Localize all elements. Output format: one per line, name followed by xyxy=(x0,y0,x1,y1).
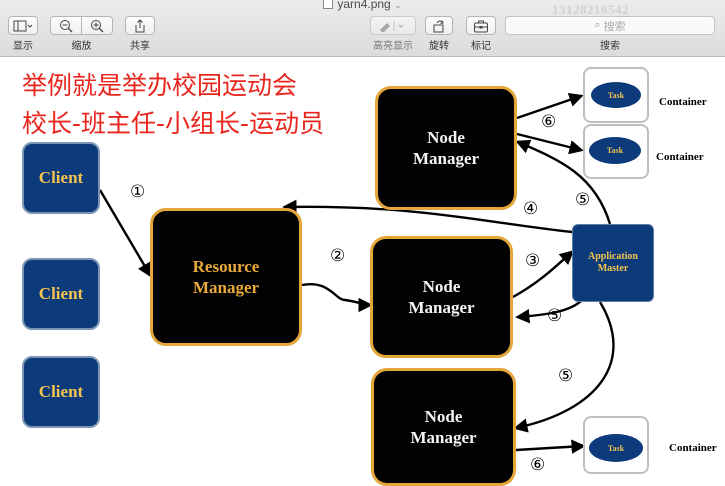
rotate-button[interactable] xyxy=(425,16,453,35)
share-icon xyxy=(135,18,145,32)
document-icon xyxy=(323,0,334,9)
client-box-3: Client xyxy=(22,356,100,428)
step-number-2: ② xyxy=(330,246,346,266)
step-number-5a: ⑤ xyxy=(575,190,591,210)
container-label-1: Container xyxy=(659,96,707,108)
step-number-6a: ⑥ xyxy=(541,112,557,132)
arrow-am-rm xyxy=(282,199,573,234)
heading-line-1: 举例就是举办校园运动会 xyxy=(22,71,298,100)
sidebar-icon xyxy=(13,20,33,31)
step-number-3: ③ xyxy=(525,251,541,271)
application-master-line-2: Master xyxy=(597,263,629,274)
container-label-3: Container xyxy=(669,442,717,454)
view-label: 显示 xyxy=(13,41,33,52)
arrow-nm3-to-container3 xyxy=(515,439,586,454)
zoom-out-button[interactable] xyxy=(50,16,82,35)
markup-label: 标记 xyxy=(471,41,491,52)
markup-button[interactable] xyxy=(466,16,496,35)
resource-manager-line-2: Manager xyxy=(192,278,260,297)
toolbox-icon xyxy=(474,20,488,32)
step-number-5c: ⑤ xyxy=(558,366,574,386)
window-title-text: yarn4.png xyxy=(337,0,391,11)
window-title: yarn4.png ⌄ xyxy=(0,0,725,11)
node-manager-3-line-1: Node xyxy=(424,406,463,426)
arrow-client-to-rm xyxy=(98,189,152,278)
node-manager-1-line-1: Node xyxy=(427,127,465,147)
node-manager-2-line-2: Manager xyxy=(408,298,475,317)
container-box-2: Task xyxy=(583,124,649,179)
chevron-down-icon[interactable]: ⌄ xyxy=(394,0,402,10)
share-button[interactable] xyxy=(125,16,155,35)
application-master-line-1: Application xyxy=(587,250,638,262)
node-manager-3-line-2: Manager xyxy=(410,428,477,447)
search-icon: ⌕ xyxy=(594,19,601,31)
watermark-text: 13128216542 xyxy=(552,2,629,17)
step-number-1: ① xyxy=(130,182,146,202)
node-manager-2-line-1: Node xyxy=(422,276,461,296)
heading-line-2: 校长-班主任-小组长-运动员 xyxy=(22,109,325,138)
zoom-in-icon xyxy=(91,19,104,32)
rotate-icon xyxy=(433,19,444,32)
container-box-3: Task xyxy=(583,416,649,474)
zoom-label: 缩放 xyxy=(71,41,92,52)
arrow-nm2-to-am xyxy=(512,250,575,299)
share-label: 共享 xyxy=(130,41,150,52)
highlight-label: 高亮显示 xyxy=(373,41,413,52)
task-ellipse-3: Task xyxy=(589,434,643,462)
search-placeholder: 搜索 xyxy=(603,20,626,33)
zoom-in-button[interactable] xyxy=(81,16,113,35)
node-manager-1-line-2: Manager xyxy=(412,149,480,168)
highlighter-icon xyxy=(380,20,404,32)
arrow-am-to-nm1 xyxy=(515,139,612,225)
window-toolbar: yarn4.png ⌄ 显示 缩放 共享 高亮显示 旋转 标记 ⌕搜索 搜索 1… xyxy=(0,0,725,57)
diagram-arrows xyxy=(98,92,615,454)
container-box-1: Task xyxy=(583,67,649,123)
client-box-2: Client xyxy=(22,258,100,330)
step-number-6b: ⑥ xyxy=(530,455,546,475)
arrow-am-to-nm2 xyxy=(515,299,583,324)
task-ellipse-1: Task xyxy=(591,82,641,108)
container-label-2: Container xyxy=(656,151,704,163)
arrow-rm-to-nm2 xyxy=(301,283,373,313)
arrow-am-to-nm3 xyxy=(513,301,615,433)
client-box-1: Client xyxy=(22,142,100,214)
search-input[interactable]: ⌕搜索 xyxy=(505,16,715,35)
view-button[interactable] xyxy=(8,16,38,35)
resource-manager-line-1: Resource xyxy=(192,256,260,276)
highlight-button[interactable] xyxy=(370,16,416,35)
search-label: 搜索 xyxy=(600,41,620,52)
zoom-out-icon xyxy=(60,19,73,32)
task-ellipse-2: Task xyxy=(589,137,641,164)
step-number-5b: ⑤ xyxy=(547,306,563,326)
rotate-label: 旋转 xyxy=(429,41,449,52)
arrow-nm1-to-container2 xyxy=(516,132,584,155)
arrow-nm1-to-container1 xyxy=(516,92,584,120)
step-number-4: ④ xyxy=(523,199,539,219)
